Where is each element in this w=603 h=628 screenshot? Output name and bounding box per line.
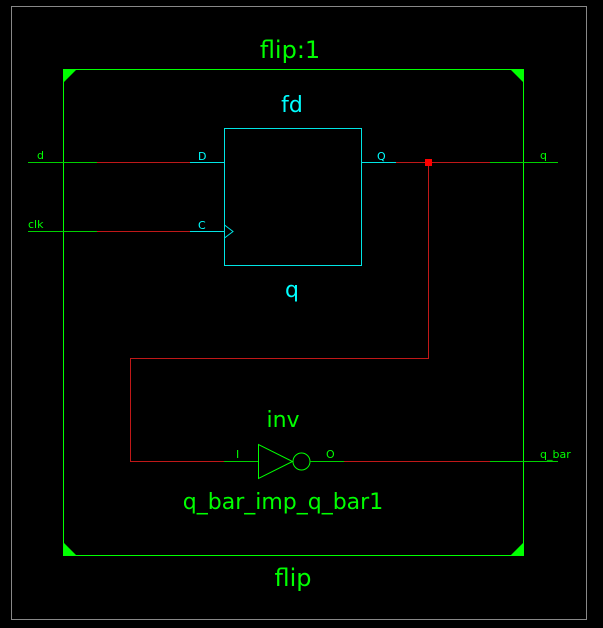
inverter-bubble-icon: [292, 452, 311, 471]
pin-q-label: Q: [377, 150, 386, 163]
outer-frame: [11, 6, 587, 620]
port-clk-label: clk: [28, 218, 44, 231]
port-clk[interactable]: clk: [28, 218, 97, 232]
corner-marker-top-right: [510, 69, 524, 83]
port-q-bar-label: q_bar: [540, 448, 571, 461]
flip-flop-fd[interactable]: fd D C Q q: [190, 93, 396, 303]
module-title: flip:1: [260, 36, 320, 64]
inverter-instance-label: q_bar_imp_q_bar1: [183, 490, 383, 515]
port-q-label: q: [540, 149, 547, 162]
flip-flop-type-label: fd: [281, 93, 303, 118]
corner-marker-bottom-right: [510, 542, 524, 556]
net-junction-dot: [425, 159, 432, 166]
pin-c-label: C: [198, 219, 206, 232]
corner-marker-top-left: [63, 69, 77, 83]
flip-flop-instance-label: q: [285, 278, 299, 303]
pin-d-label: D: [198, 150, 206, 163]
flip-flop-body: [224, 128, 362, 266]
clock-triangle-icon: [224, 224, 234, 239]
pin-o-label: O: [326, 448, 335, 461]
inverter-inv[interactable]: inv I O q_bar_imp_q_bar1: [183, 408, 383, 515]
pin-i-label: I: [236, 448, 239, 461]
net-q[interactable]: [130, 159, 491, 462]
port-q[interactable]: q: [490, 149, 558, 163]
port-d[interactable]: d: [28, 149, 97, 163]
net-q-to-inverter: [130, 162, 429, 462]
inverter-triangle-icon: [258, 443, 294, 480]
corner-marker-bottom-left: [63, 542, 77, 556]
module-boundary[interactable]: [63, 69, 524, 556]
inverter-type-label: inv: [266, 408, 299, 433]
port-d-label: d: [37, 149, 44, 162]
port-q-bar[interactable]: q_bar: [490, 448, 571, 462]
module-name: flip: [274, 564, 311, 592]
